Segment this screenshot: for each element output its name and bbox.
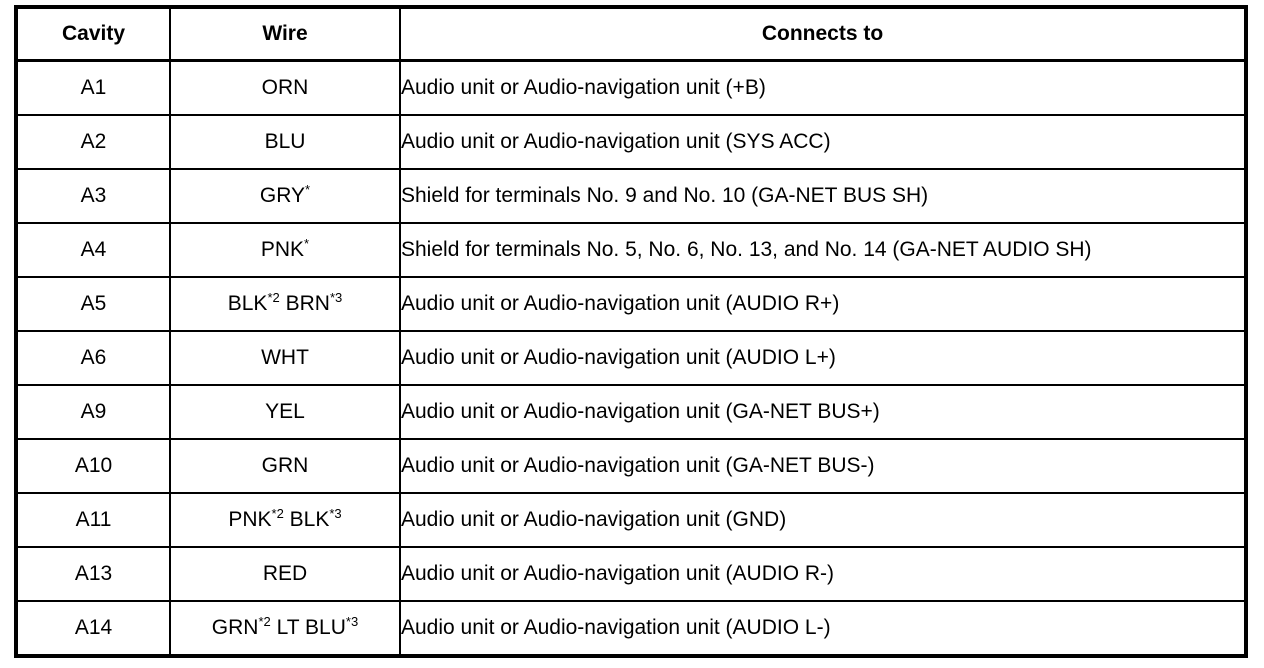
cell-connects-to: Audio unit or Audio-navigation unit (AUD… (399, 600, 1247, 657)
cell-connects-to: Shield for terminals No. 9 and No. 10 (G… (399, 168, 1247, 224)
table-row: A13 RED Audio unit or Audio-navigation uni… (15, 546, 1247, 602)
wire-color-code: BLK (283, 508, 330, 532)
cell-cavity: A5 (15, 276, 171, 332)
table-header: Cavity Wire Connects to (15, 6, 1247, 62)
wire-color-code: PNK (228, 508, 272, 532)
wire-color-code: BLK (227, 292, 268, 316)
wire-color-code: RED (262, 562, 308, 586)
cell-cavity: A13 (15, 546, 171, 602)
footnote-marker: *2 (258, 614, 271, 630)
cell-wire: ORN (169, 59, 401, 116)
table-row: A4 PNK* Shield for terminals No. 5, No. 6,… (15, 222, 1247, 278)
footnote-marker: *3 (329, 290, 343, 306)
column-header-connects: Connects to (399, 6, 1247, 62)
wire-code: GRY* (259, 182, 311, 208)
cell-connects-to: Audio unit or Audio-navigation unit (AUD… (399, 276, 1247, 332)
cell-cavity: A9 (15, 384, 171, 440)
table-row: A14 GRN*2 LT BLU*3 Audio unit or Audio-nav… (15, 600, 1247, 657)
wire-color-code: LT BLU (270, 616, 346, 640)
footnote-marker: *3 (329, 506, 342, 522)
table-row: A2 BLU Audio unit or Audio-navigation unit… (15, 114, 1247, 170)
table-row: A5 BLK*2 BRN*3 Audio unit or Audio-navigat… (15, 276, 1247, 332)
wire-color-code: PNK (260, 238, 305, 262)
cell-connects-to: Audio unit or Audio-navigation unit (SYS… (399, 114, 1247, 170)
cell-connects-to: Audio unit or Audio-navigation unit (AUD… (399, 546, 1247, 602)
cell-wire: BLU (169, 114, 401, 170)
cell-cavity: A2 (15, 114, 171, 170)
cell-wire: GRY* (169, 168, 401, 224)
wire-code: BLK*2 BRN*3 (227, 290, 343, 316)
footnote-marker: *2 (267, 290, 280, 306)
table-body: A1 ORN Audio unit or Audio-navigation unit… (15, 59, 1247, 657)
cell-wire: PNK*2 BLK*3 (169, 492, 401, 548)
column-header-wire: Wire (169, 6, 401, 62)
wire-color-code: BLU (264, 130, 306, 154)
wire-color-code: WHT (261, 346, 309, 370)
table-row: A6 WHT Audio unit or Audio-navigation unit… (15, 330, 1247, 386)
wire-code: BLU (265, 130, 306, 153)
cell-wire: RED (169, 546, 401, 602)
wire-code: GRN*2 LT BLU*3 (211, 614, 359, 640)
cell-cavity: A11 (15, 492, 171, 548)
cell-connects-to: Audio unit or Audio-navigation unit (+B) (399, 59, 1247, 116)
table-row: A10 GRN Audio unit or Audio-navigation uni… (15, 438, 1247, 494)
wire-color-code: GRY (259, 184, 306, 208)
wire-color-code: GRN (261, 454, 309, 478)
footnote-marker: *3 (345, 614, 359, 630)
table-row: A1 ORN Audio unit or Audio-navigation unit… (15, 59, 1247, 116)
wire-code: PNK* (260, 236, 310, 262)
cell-cavity: A3 (15, 168, 171, 224)
cell-wire: YEL (169, 384, 401, 440)
wire-color-code: BRN (279, 292, 330, 316)
cell-cavity: A10 (15, 438, 171, 494)
wire-code: GRN (262, 454, 309, 477)
cell-connects-to: Audio unit or Audio-navigation unit (GND… (399, 492, 1247, 548)
cell-wire: GRN*2 LT BLU*3 (169, 600, 401, 657)
cell-wire: PNK* (169, 222, 401, 278)
cell-cavity: A4 (15, 222, 171, 278)
cell-connects-to: Audio unit or Audio-navigation unit (GA-… (399, 438, 1247, 494)
cell-cavity: A6 (15, 330, 171, 386)
header-row: Cavity Wire Connects to (15, 6, 1247, 62)
wire-color-code: YEL (265, 400, 305, 424)
cell-cavity: A14 (15, 600, 171, 657)
table-row: A9 YEL Audio unit or Audio-navigation unit… (15, 384, 1247, 440)
cell-connects-to: Audio unit or Audio-navigation unit (AUD… (399, 330, 1247, 386)
cell-connects-to: Audio unit or Audio-navigation unit (GA-… (399, 384, 1247, 440)
footnote-marker: *2 (271, 506, 284, 522)
wire-color-code: GRN (211, 616, 259, 640)
cell-cavity: A1 (15, 59, 171, 116)
connector-terminal-table: Cavity Wire Connects to A1 ORN Audio unit … (14, 5, 1248, 658)
table-row: A11 PNK*2 BLK*3 Audio unit or Audio-naviga… (15, 492, 1247, 548)
table-row: A3 GRY* Shield for terminals No. 9 and No.… (15, 168, 1247, 224)
wire-code: PNK*2 BLK*3 (228, 506, 342, 532)
cell-connects-to: Shield for terminals No. 5, No. 6, No. 1… (399, 222, 1247, 278)
wire-code: ORN (262, 76, 309, 99)
cell-wire: WHT (169, 330, 401, 386)
cell-wire: BLK*2 BRN*3 (169, 276, 401, 332)
wire-code: YEL (265, 400, 305, 423)
wire-code: RED (263, 562, 307, 585)
cell-wire: GRN (169, 438, 401, 494)
wire-code: WHT (261, 346, 309, 369)
footnote-marker: * (305, 182, 311, 198)
footnote-marker: * (304, 236, 310, 252)
wire-color-code: ORN (261, 76, 309, 100)
column-header-cavity: Cavity (15, 6, 171, 62)
